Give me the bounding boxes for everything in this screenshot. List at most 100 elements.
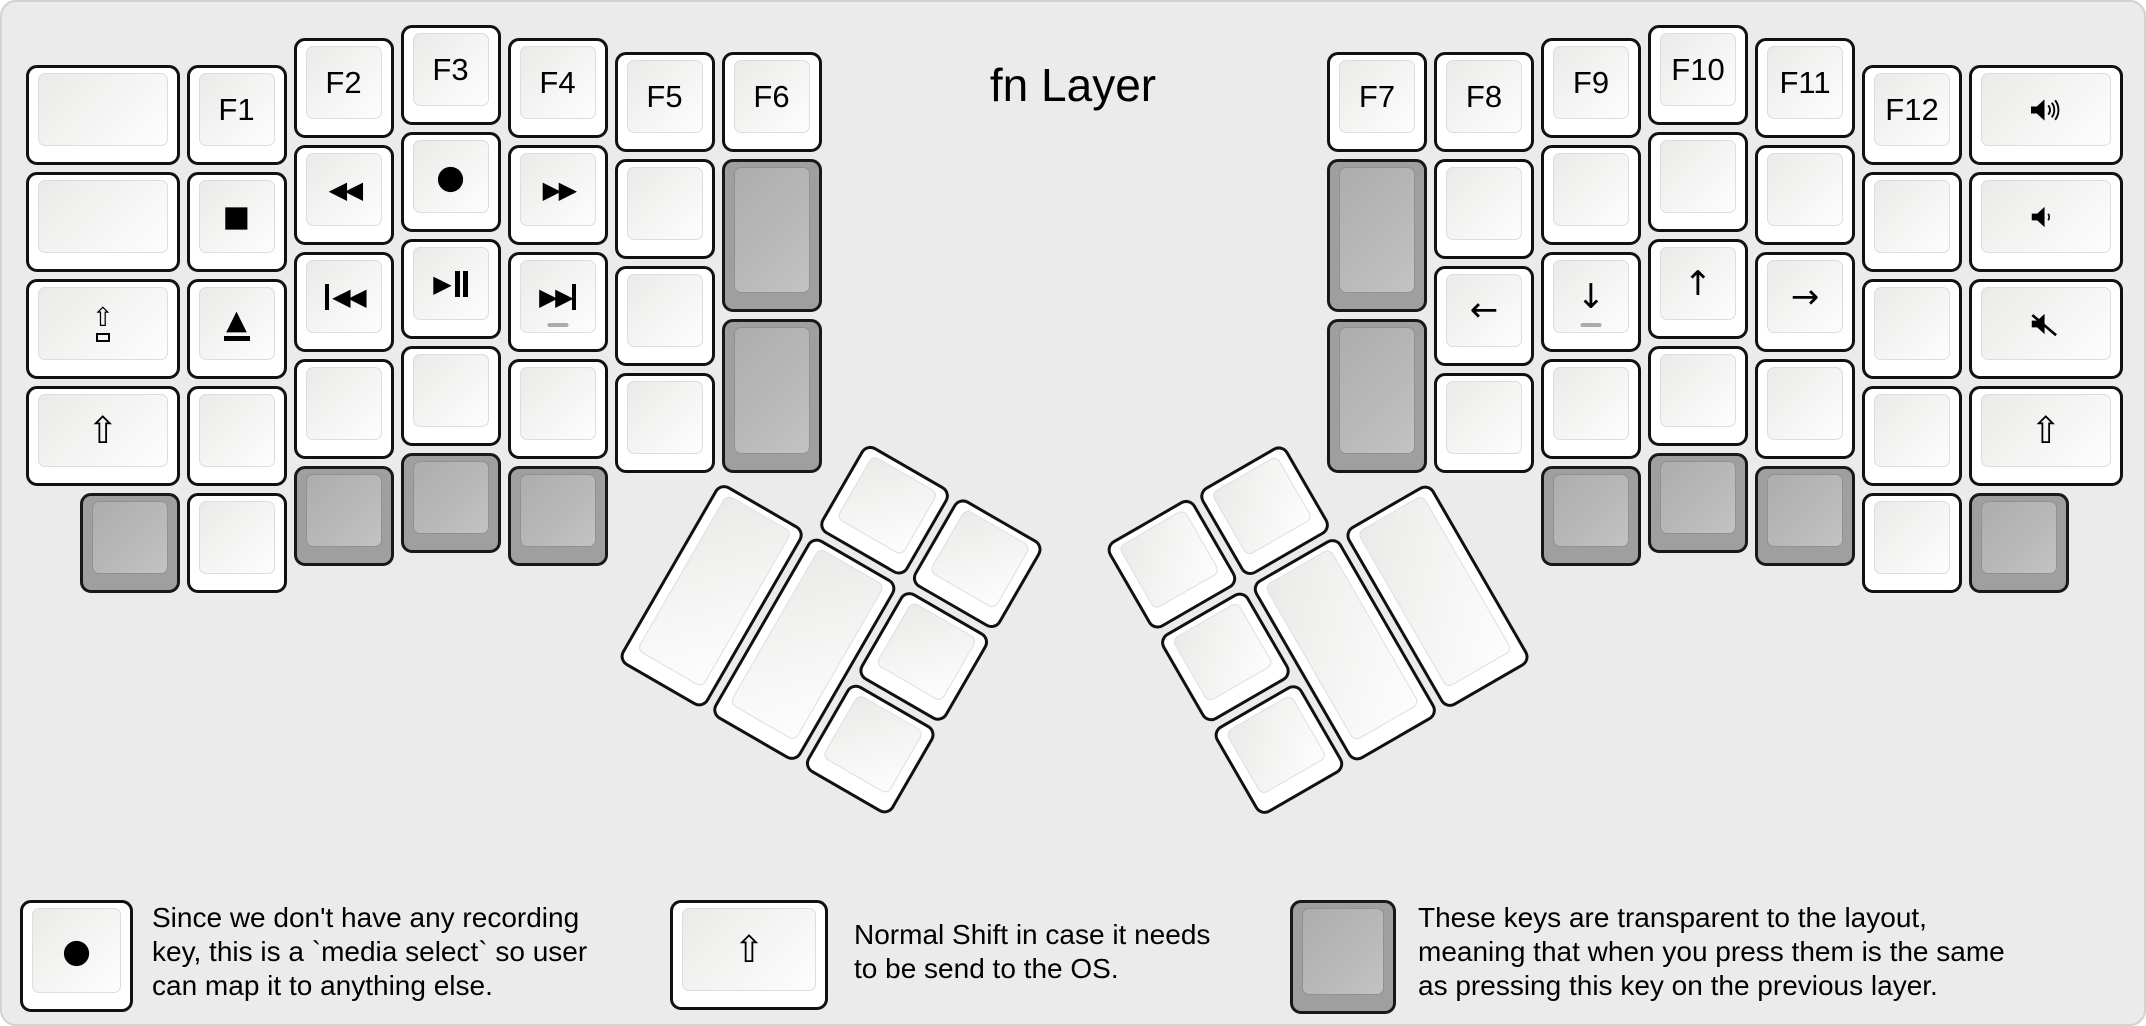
keycap-top: F9	[1553, 46, 1629, 120]
keycap-top: ⇧	[38, 287, 168, 361]
keycap-top: ◀◀	[305, 153, 382, 227]
key-label: F1	[218, 92, 255, 128]
key-blank[interactable]	[186, 493, 287, 594]
keycap-top	[1553, 153, 1629, 227]
key-blank[interactable]	[1434, 158, 1534, 259]
key-blank[interactable]	[1862, 386, 1962, 487]
keycap-top	[91, 501, 168, 575]
key-next-track[interactable]: ▶▶	[507, 252, 608, 353]
key-transparent[interactable]	[1969, 493, 2069, 594]
key-f1[interactable]: F1	[186, 65, 287, 166]
key-shift-left[interactable]: ⇧	[26, 386, 180, 487]
key-transparent[interactable]	[721, 158, 822, 313]
key-transparent[interactable]	[507, 466, 608, 567]
key-blank[interactable]	[26, 172, 180, 273]
key-fast-forward[interactable]: ▶▶	[507, 145, 608, 246]
key-transparent[interactable]	[721, 319, 822, 473]
keycap-top: ⇧	[1981, 394, 2111, 468]
key-caps-lock[interactable]: ⇧	[26, 279, 180, 380]
key-f3[interactable]: F3	[400, 25, 501, 125]
key-label: F2	[325, 65, 362, 101]
key-label: F4	[539, 65, 576, 101]
key-f12[interactable]: F12	[1862, 65, 1962, 166]
left-arrow-icon: ←	[1469, 290, 1499, 331]
key-f7[interactable]: F7	[1327, 51, 1427, 152]
key-blank[interactable]	[614, 372, 715, 473]
key-prev-track[interactable]: ◀◀	[293, 252, 394, 353]
key-blank[interactable]	[614, 265, 715, 366]
key-transparent[interactable]	[1755, 466, 1855, 567]
legend-key-media-select[interactable]: ●	[20, 900, 133, 1012]
keycap-top	[1117, 508, 1221, 610]
key-transparent[interactable]	[293, 466, 394, 567]
keycap-top	[626, 273, 703, 347]
key-blank[interactable]	[1541, 145, 1641, 246]
key-blank[interactable]	[26, 65, 180, 166]
key-transparent[interactable]	[1327, 319, 1427, 473]
key-volume-up[interactable]	[1969, 65, 2123, 166]
key-arrow-down[interactable]: ↓	[1541, 252, 1641, 353]
key-transparent[interactable]	[1327, 158, 1427, 313]
keycap-top	[1224, 693, 1328, 796]
caps-lock-icon: ⇧	[92, 305, 114, 343]
key-f2[interactable]: F2	[293, 38, 394, 139]
keycap-top	[1339, 166, 1415, 294]
key-transparent[interactable]	[1541, 466, 1641, 567]
key-f11[interactable]: F11	[1755, 38, 1855, 139]
key-arrow-left[interactable]: ←	[1434, 265, 1534, 366]
key-shift-right[interactable]: ⇧	[1969, 386, 2123, 487]
key-blank[interactable]	[293, 359, 394, 460]
key-blank[interactable]	[1648, 132, 1748, 232]
key-blank[interactable]	[614, 158, 715, 259]
key-f8[interactable]: F8	[1434, 51, 1534, 152]
key-transparent[interactable]	[400, 453, 501, 553]
keycap-top	[1553, 474, 1629, 548]
key-play-pause[interactable]: ▶	[400, 239, 501, 339]
key-blank[interactable]	[186, 386, 287, 487]
keycap-top: ⇧	[38, 394, 168, 468]
homing-bar	[1580, 323, 1602, 328]
key-blank[interactable]	[1862, 493, 1962, 594]
key-transparent[interactable]	[1648, 453, 1748, 553]
key-blank[interactable]	[1541, 359, 1641, 460]
keycap-top	[733, 327, 810, 454]
keycap-top	[626, 380, 703, 454]
keycap-top	[412, 461, 489, 534]
keycap-top: F4	[519, 46, 596, 120]
legend-key-transparent[interactable]	[1290, 900, 1396, 1014]
key-blank[interactable]	[1755, 359, 1855, 460]
keycap-top: F5	[626, 59, 703, 133]
key-blank[interactable]	[1648, 346, 1748, 446]
key-blank[interactable]	[1862, 172, 1962, 273]
key-transparent[interactable]	[79, 493, 180, 594]
key-blank[interactable]	[1755, 145, 1855, 246]
keycap-top: F12	[1874, 73, 1950, 147]
key-record[interactable]: ●	[400, 132, 501, 232]
key-arrow-up[interactable]: ↑	[1648, 239, 1748, 339]
key-f5[interactable]: F5	[614, 51, 715, 152]
keycap-top	[1660, 461, 1736, 534]
keycap-top	[1553, 367, 1629, 441]
key-blank[interactable]	[400, 346, 501, 446]
key-mute[interactable]	[1969, 279, 2123, 380]
keycap-top: F10	[1660, 33, 1736, 106]
key-blank[interactable]	[1434, 372, 1534, 473]
fast-forward-icon: ▶▶	[542, 175, 578, 204]
keycap-top	[198, 501, 275, 575]
key-f4[interactable]: F4	[507, 38, 608, 139]
key-arrow-right[interactable]: →	[1755, 252, 1855, 353]
key-eject[interactable]: ▲	[186, 279, 287, 380]
key-label: F10	[1671, 52, 1725, 87]
legend-key-shift[interactable]: ⇧	[670, 900, 828, 1010]
keycap-top	[626, 166, 703, 240]
keycap-top: F8	[1446, 59, 1522, 133]
keycap-top	[733, 166, 810, 294]
key-rewind[interactable]: ◀◀	[293, 145, 394, 246]
key-f10[interactable]: F10	[1648, 25, 1748, 125]
key-blank[interactable]	[507, 359, 608, 460]
key-blank[interactable]	[1862, 279, 1962, 380]
key-f6[interactable]: F6	[721, 51, 822, 152]
key-f9[interactable]: F9	[1541, 38, 1641, 139]
key-stop[interactable]: ■	[186, 172, 287, 273]
key-volume-down[interactable]	[1969, 172, 2123, 273]
